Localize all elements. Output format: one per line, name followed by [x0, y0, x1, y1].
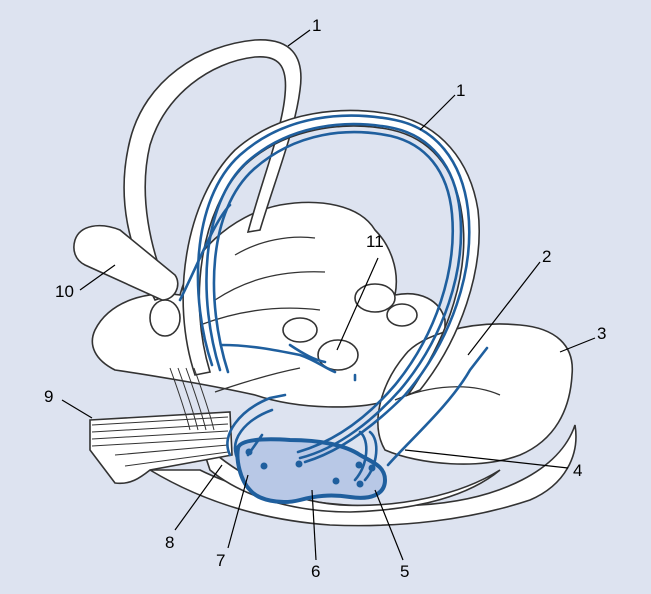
label-8: 8 — [165, 533, 174, 552]
thalamic-blob-d — [387, 304, 417, 326]
label-3: 3 — [597, 324, 606, 343]
label-10: 10 — [55, 282, 74, 301]
anterior-stub — [74, 226, 178, 300]
thalamic-blob-c — [355, 284, 395, 312]
label-1-upper: 1 — [312, 16, 321, 35]
thalamic-blob-a — [283, 318, 317, 342]
label-6: 6 — [311, 562, 320, 581]
label-2: 2 — [542, 247, 551, 266]
label-5: 5 — [400, 562, 409, 581]
fornix-bulb — [150, 300, 180, 336]
label-9: 9 — [44, 387, 53, 406]
label-11: 11 — [366, 232, 384, 251]
label-7: 7 — [216, 551, 225, 570]
label-1-lower: 1 — [456, 81, 465, 100]
label-4: 4 — [573, 461, 582, 480]
